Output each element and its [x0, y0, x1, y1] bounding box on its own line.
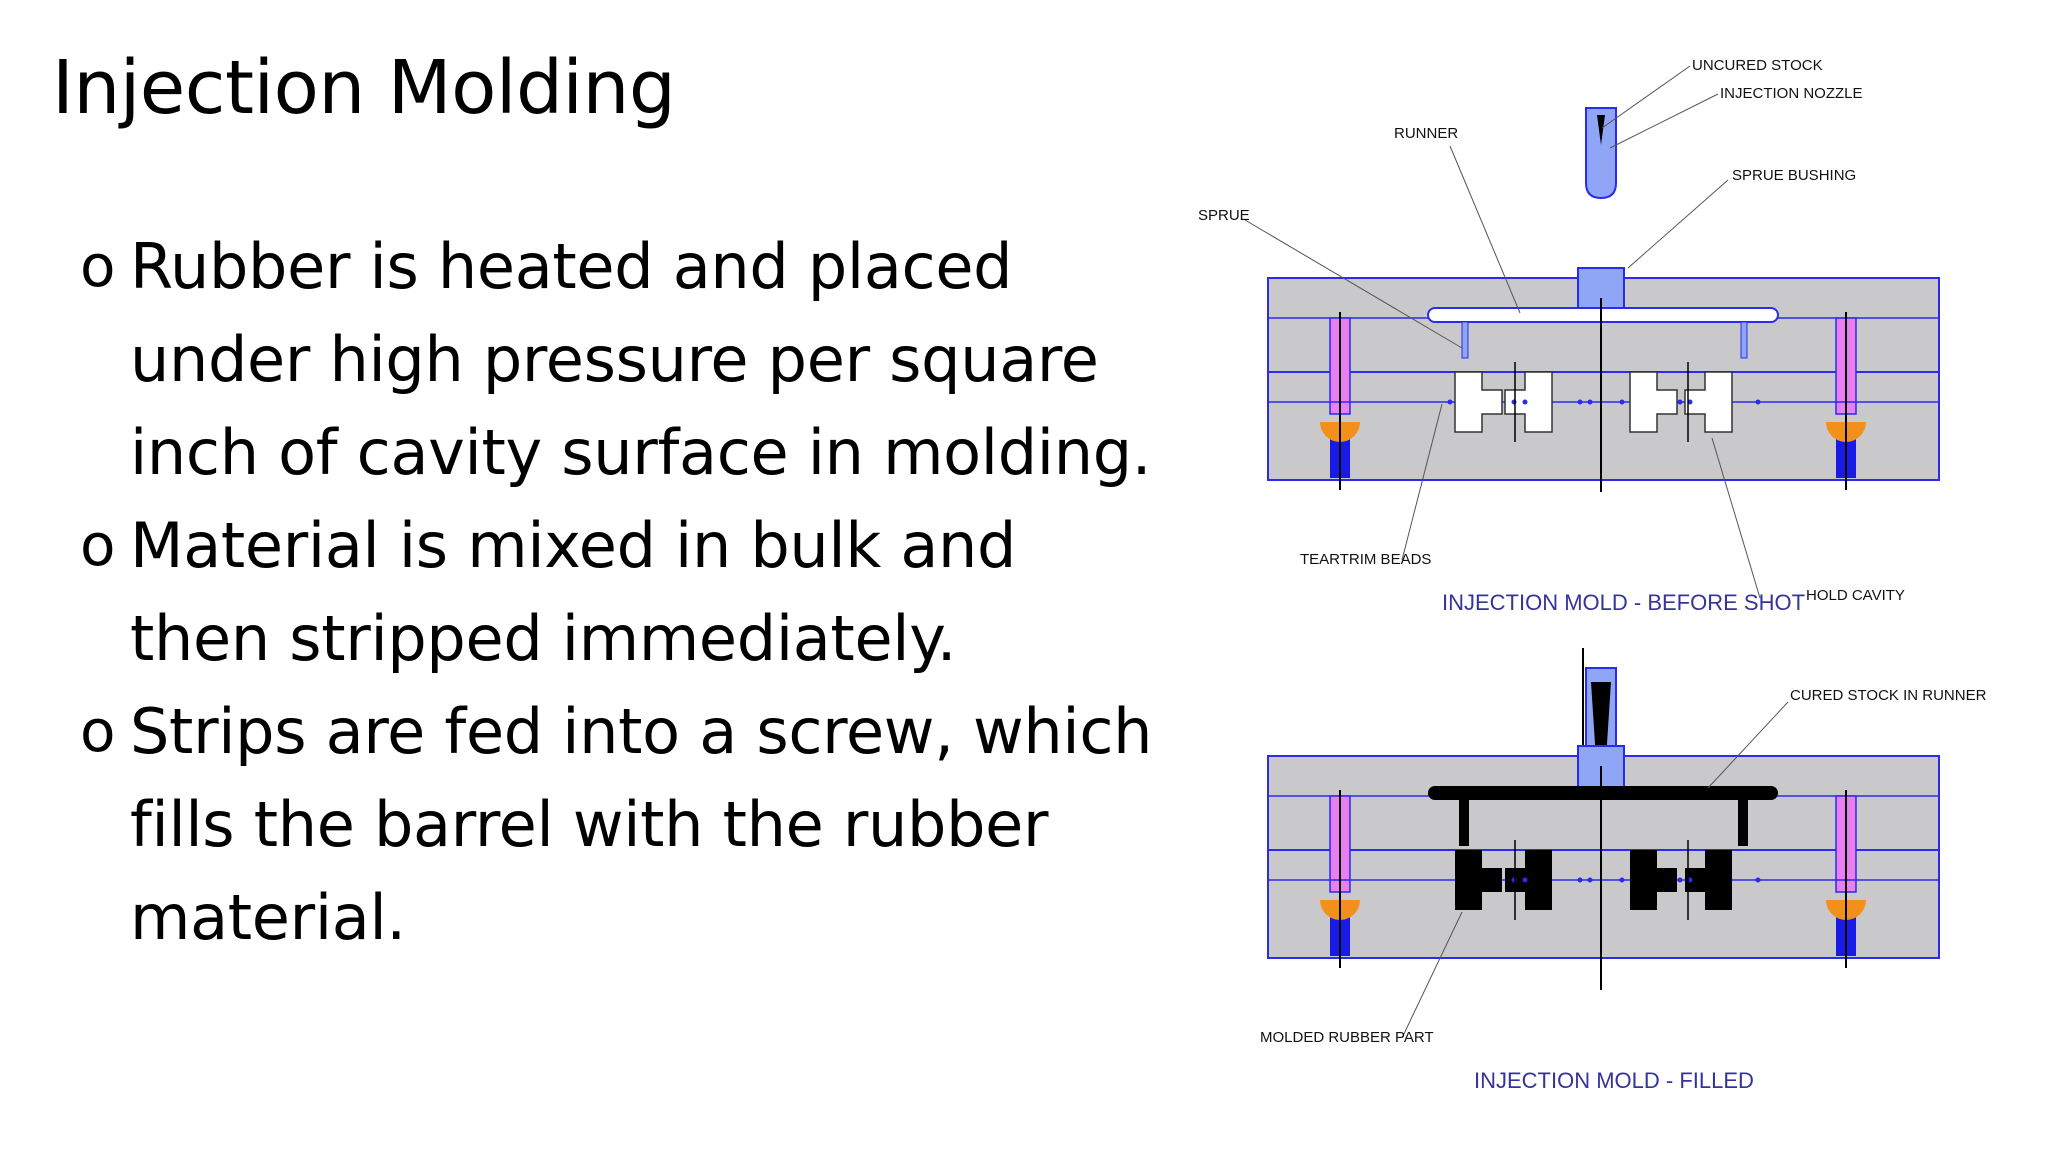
label-hold-cavity: HOLD CAVITY: [1806, 587, 1905, 604]
label-sprue: SPRUE: [1198, 207, 1250, 224]
label-injection-nozzle: INJECTION NOZZLE: [1720, 85, 1863, 102]
uncured-stock: [1597, 115, 1605, 145]
label-molded-rubber-part: MOLDED RUBBER PART: [1260, 1029, 1434, 1046]
runner-cured: [1428, 786, 1778, 800]
injection-mold-diagram: UNCURED STOCK INJECTION NOZZLE RUNNER SP…: [1198, 57, 1987, 1093]
label-sprue-bushing: SPRUE BUSHING: [1732, 167, 1856, 184]
bullet-marker: o: [80, 697, 116, 765]
bullet-text: Rubber is heated and placed under high p…: [130, 230, 1152, 489]
label-uncured-stock: UNCURED STOCK: [1692, 57, 1823, 74]
caption-filled: INJECTION MOLD - FILLED: [1474, 1068, 1754, 1093]
label-teartrim-beads: TEARTRIM BEADS: [1300, 551, 1431, 568]
mold-filled: CURED STOCK IN RUNNER MOLDED RUBBER PART…: [1260, 648, 1987, 1093]
sprue-cured: [1459, 800, 1469, 846]
bullet-marker: o: [80, 232, 116, 300]
sprue: [1740, 321, 1748, 359]
bullet-marker: o: [80, 511, 116, 579]
molded-rubber-part-row: [1455, 850, 1732, 910]
slide-title: Injection Molding: [52, 45, 676, 131]
bullet-text: Strips are fed into a screw, which fills…: [130, 695, 1153, 954]
label-cured-stock-in-runner: CURED STOCK IN RUNNER: [1790, 687, 1987, 704]
runner-empty: [1427, 307, 1779, 323]
bullet-text: Material is mixed in bulk and then strip…: [130, 509, 1017, 675]
label-runner: RUNNER: [1394, 125, 1458, 142]
cured-stock-in-nozzle: [1591, 682, 1611, 790]
injection-nozzle: [1585, 107, 1617, 200]
hold-cavity-row: [1454, 371, 1733, 433]
sprue-cured: [1738, 800, 1748, 846]
sprue: [1461, 321, 1469, 359]
caption-before-shot: INJECTION MOLD - BEFORE SHOT: [1442, 590, 1805, 615]
mold-before-shot: UNCURED STOCK INJECTION NOZZLE RUNNER SP…: [1198, 57, 1940, 615]
